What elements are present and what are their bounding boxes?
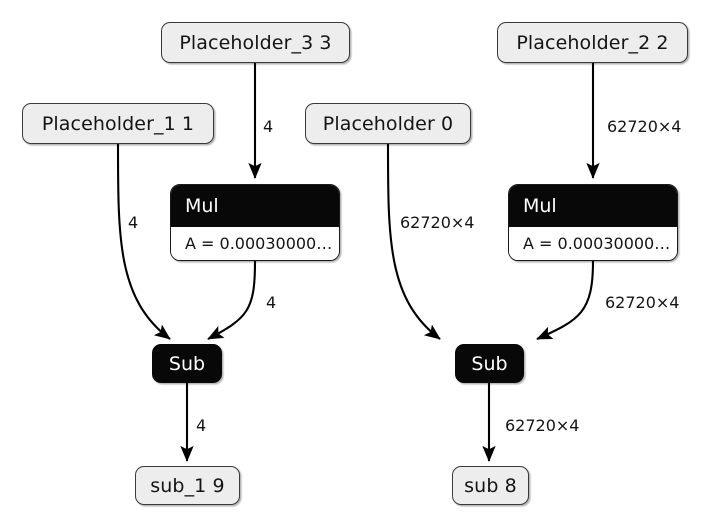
node-placeholder-0[interactable]: Placeholder 0 — [305, 103, 471, 144]
node-output-sub-1-label: sub_1 9 — [150, 474, 225, 497]
node-placeholder-1-label: Placeholder_1 1 — [41, 112, 195, 135]
edge-label-placeholder0-to-sub-right: 62720×4 — [400, 213, 475, 232]
edge-label-mul-right-to-sub-right: 62720×4 — [605, 293, 680, 312]
node-sub-left-label: Sub — [168, 352, 206, 375]
node-output-sub[interactable]: sub 8 — [452, 466, 529, 505]
node-output-sub-1[interactable]: sub_1 9 — [135, 466, 240, 505]
node-placeholder-3-label: Placeholder_3 3 — [179, 31, 332, 54]
node-placeholder-2[interactable]: Placeholder_2 2 — [497, 22, 688, 63]
edge-label-placeholder2-to-mul-right: 62720×4 — [607, 117, 682, 136]
node-placeholder-3[interactable]: Placeholder_3 3 — [161, 22, 350, 63]
node-mul-left[interactable]: Mul A = 0.00030000… — [170, 184, 340, 261]
node-mul-left-attribute: A = 0.00030000… — [171, 227, 339, 260]
edge-label-placeholder1-to-sub-left: 4 — [128, 213, 139, 232]
node-sub-right-label: Sub — [471, 352, 508, 375]
node-placeholder-0-label: Placeholder 0 — [322, 112, 454, 135]
edge-label-placeholder3-to-mul-left: 4 — [263, 117, 274, 136]
node-mul-right-title: Mul — [509, 185, 677, 227]
edge-mul-left-to-sub-left — [207, 260, 257, 340]
node-sub-left[interactable]: Sub — [152, 344, 222, 383]
node-placeholder-1[interactable]: Placeholder_1 1 — [22, 103, 214, 144]
edge-placeholder0-to-sub-right — [386, 143, 441, 340]
edge-label-sub-right-to-out-right: 62720×4 — [505, 416, 580, 435]
node-sub-right[interactable]: Sub — [455, 344, 524, 383]
node-placeholder-2-label: Placeholder_2 2 — [516, 31, 669, 54]
edge-mul-right-to-sub-right — [536, 260, 595, 340]
node-mul-left-title: Mul — [171, 185, 339, 227]
node-mul-right-attribute: A = 0.00030000… — [509, 227, 677, 260]
edge-label-mul-left-to-sub-left: 4 — [266, 293, 277, 312]
edge-label-sub-left-to-out-left: 4 — [196, 416, 207, 435]
node-output-sub-label: sub 8 — [464, 474, 517, 497]
edge-placeholder1-to-sub-left — [116, 143, 171, 340]
node-mul-right[interactable]: Mul A = 0.00030000… — [508, 184, 678, 261]
